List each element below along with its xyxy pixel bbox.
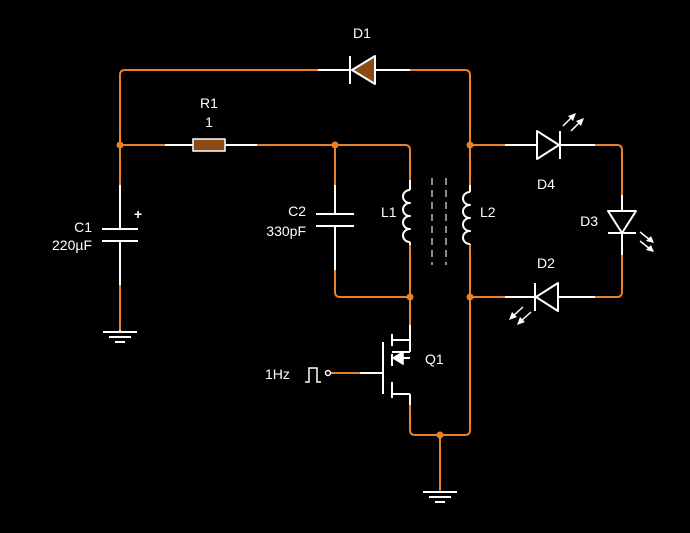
junction-dot xyxy=(116,141,124,149)
c1-value: 220µF xyxy=(52,237,92,253)
led-d3-light-arrows xyxy=(639,231,654,252)
led-d2-light-arrows xyxy=(509,306,532,325)
wire-to-l1-top[interactable] xyxy=(334,144,411,181)
wires xyxy=(119,69,623,491)
d4-ref: D4 xyxy=(537,176,555,192)
junction-dot xyxy=(466,141,474,149)
d2-ref: D2 xyxy=(537,255,555,271)
inductor-l2[interactable]: L2 xyxy=(462,185,496,245)
capacitor-c1[interactable]: + C1 220µF xyxy=(52,185,142,285)
diode-d1[interactable]: D1 xyxy=(318,25,410,85)
junctions xyxy=(116,141,474,439)
wire-d3-bottom[interactable] xyxy=(594,254,623,298)
wire-top-right[interactable] xyxy=(409,69,471,146)
square-wave-source[interactable]: 1Hz xyxy=(265,366,332,383)
inductor-l1[interactable]: L1 xyxy=(381,180,411,245)
junction-dot xyxy=(436,431,444,439)
c1-polarity: + xyxy=(134,206,142,222)
junction-dot xyxy=(406,293,414,301)
wire-top-left[interactable] xyxy=(119,69,319,146)
junction-dot xyxy=(331,141,339,149)
transformer-core xyxy=(431,178,447,265)
resistor-r1[interactable]: R1 1 xyxy=(165,95,257,152)
ground-symbol-q1 xyxy=(423,491,457,503)
c2-value: 330pF xyxy=(266,223,306,239)
r1-value: 1 xyxy=(205,114,213,130)
led-d3[interactable]: D3 xyxy=(580,195,654,255)
square-wave-icon xyxy=(305,367,321,383)
d1-ref: D1 xyxy=(353,25,371,41)
d3-ref: D3 xyxy=(580,213,598,229)
q1-ref: Q1 xyxy=(425,351,444,367)
led-d4-light-arrows xyxy=(562,113,584,132)
diode-d1-body xyxy=(351,55,376,85)
wire-l2-bottom[interactable] xyxy=(409,244,471,436)
r1-ref: R1 xyxy=(200,95,218,111)
led-d4[interactable]: D4 xyxy=(505,113,595,192)
junction-dot xyxy=(466,293,474,301)
l1-ref: L1 xyxy=(381,204,397,220)
capacitor-c2[interactable]: C2 330pF xyxy=(266,185,354,270)
resistor-r1-body xyxy=(192,138,226,152)
mosfet-q1[interactable]: Q1 xyxy=(360,325,444,405)
source-frequency: 1Hz xyxy=(265,366,290,382)
c2-ref: C2 xyxy=(288,203,306,219)
led-d2[interactable]: D2 xyxy=(505,255,595,325)
wire-c2-bottom[interactable] xyxy=(334,269,411,298)
source-terminal[interactable] xyxy=(324,369,332,377)
wire-d4-right[interactable] xyxy=(594,144,623,196)
l2-ref: L2 xyxy=(480,204,496,220)
c1-ref: C1 xyxy=(74,219,92,235)
ground-symbol-c1 xyxy=(103,330,137,343)
